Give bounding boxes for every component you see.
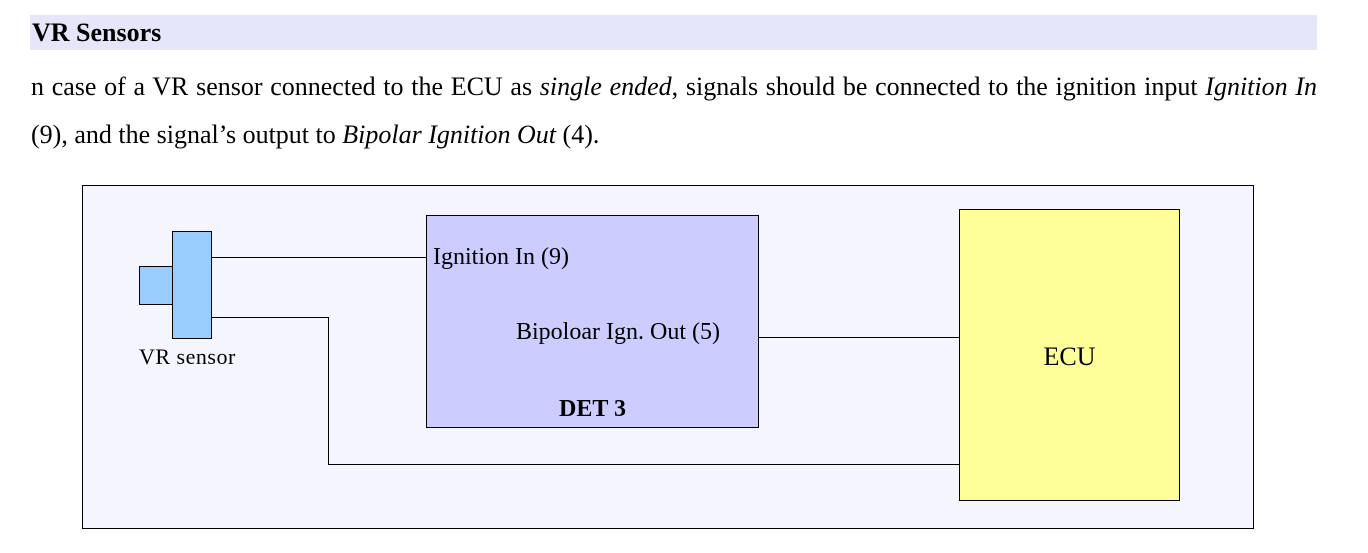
section-heading: VR Sensors: [30, 15, 1317, 50]
wire-return-to-ecu: [328, 464, 959, 465]
para-text-3: (9), and the signal’s output to: [31, 120, 343, 149]
det3-label: DET 3: [559, 396, 626, 422]
vr-sensor-stub: [139, 266, 174, 305]
para-emphasis-ignition-in: Ignition In: [1205, 72, 1317, 101]
wire-sensor-return-horizontal: [212, 317, 329, 318]
para-emphasis-bipolar-out: Bipolar Ignition Out: [342, 120, 557, 149]
ignition-in-label: Ignition In (9): [433, 244, 569, 270]
bipolar-out-label: Bipoloar Ign. Out (5): [516, 319, 720, 345]
para-emphasis-single-ended: single ended: [539, 72, 672, 101]
ecu-label: ECU: [1043, 342, 1096, 371]
det3-box: Ignition In (9) Bipoloar Ign. Out (5) DE…: [426, 215, 759, 428]
wire-bipolar-out-to-ecu: [759, 337, 959, 338]
ecu-box: ECU: [959, 209, 1180, 501]
para-text-2: , signals should be connected to the ign…: [671, 72, 1206, 101]
vr-sensor-body: [172, 231, 212, 339]
vr-sensor-label: VR sensor: [139, 344, 236, 369]
para-text-4: (4).: [556, 120, 600, 149]
wire-sensor-return-vertical: [328, 317, 329, 465]
wire-sensor-to-ignition-in: [212, 257, 426, 258]
wiring-diagram: VR sensor Ignition In (9) Bipoloar Ign. …: [82, 185, 1254, 529]
description-paragraph: n case of a VR sensor connected to the E…: [31, 63, 1317, 159]
para-text-1: n case of a VR sensor connected to the E…: [31, 72, 540, 101]
